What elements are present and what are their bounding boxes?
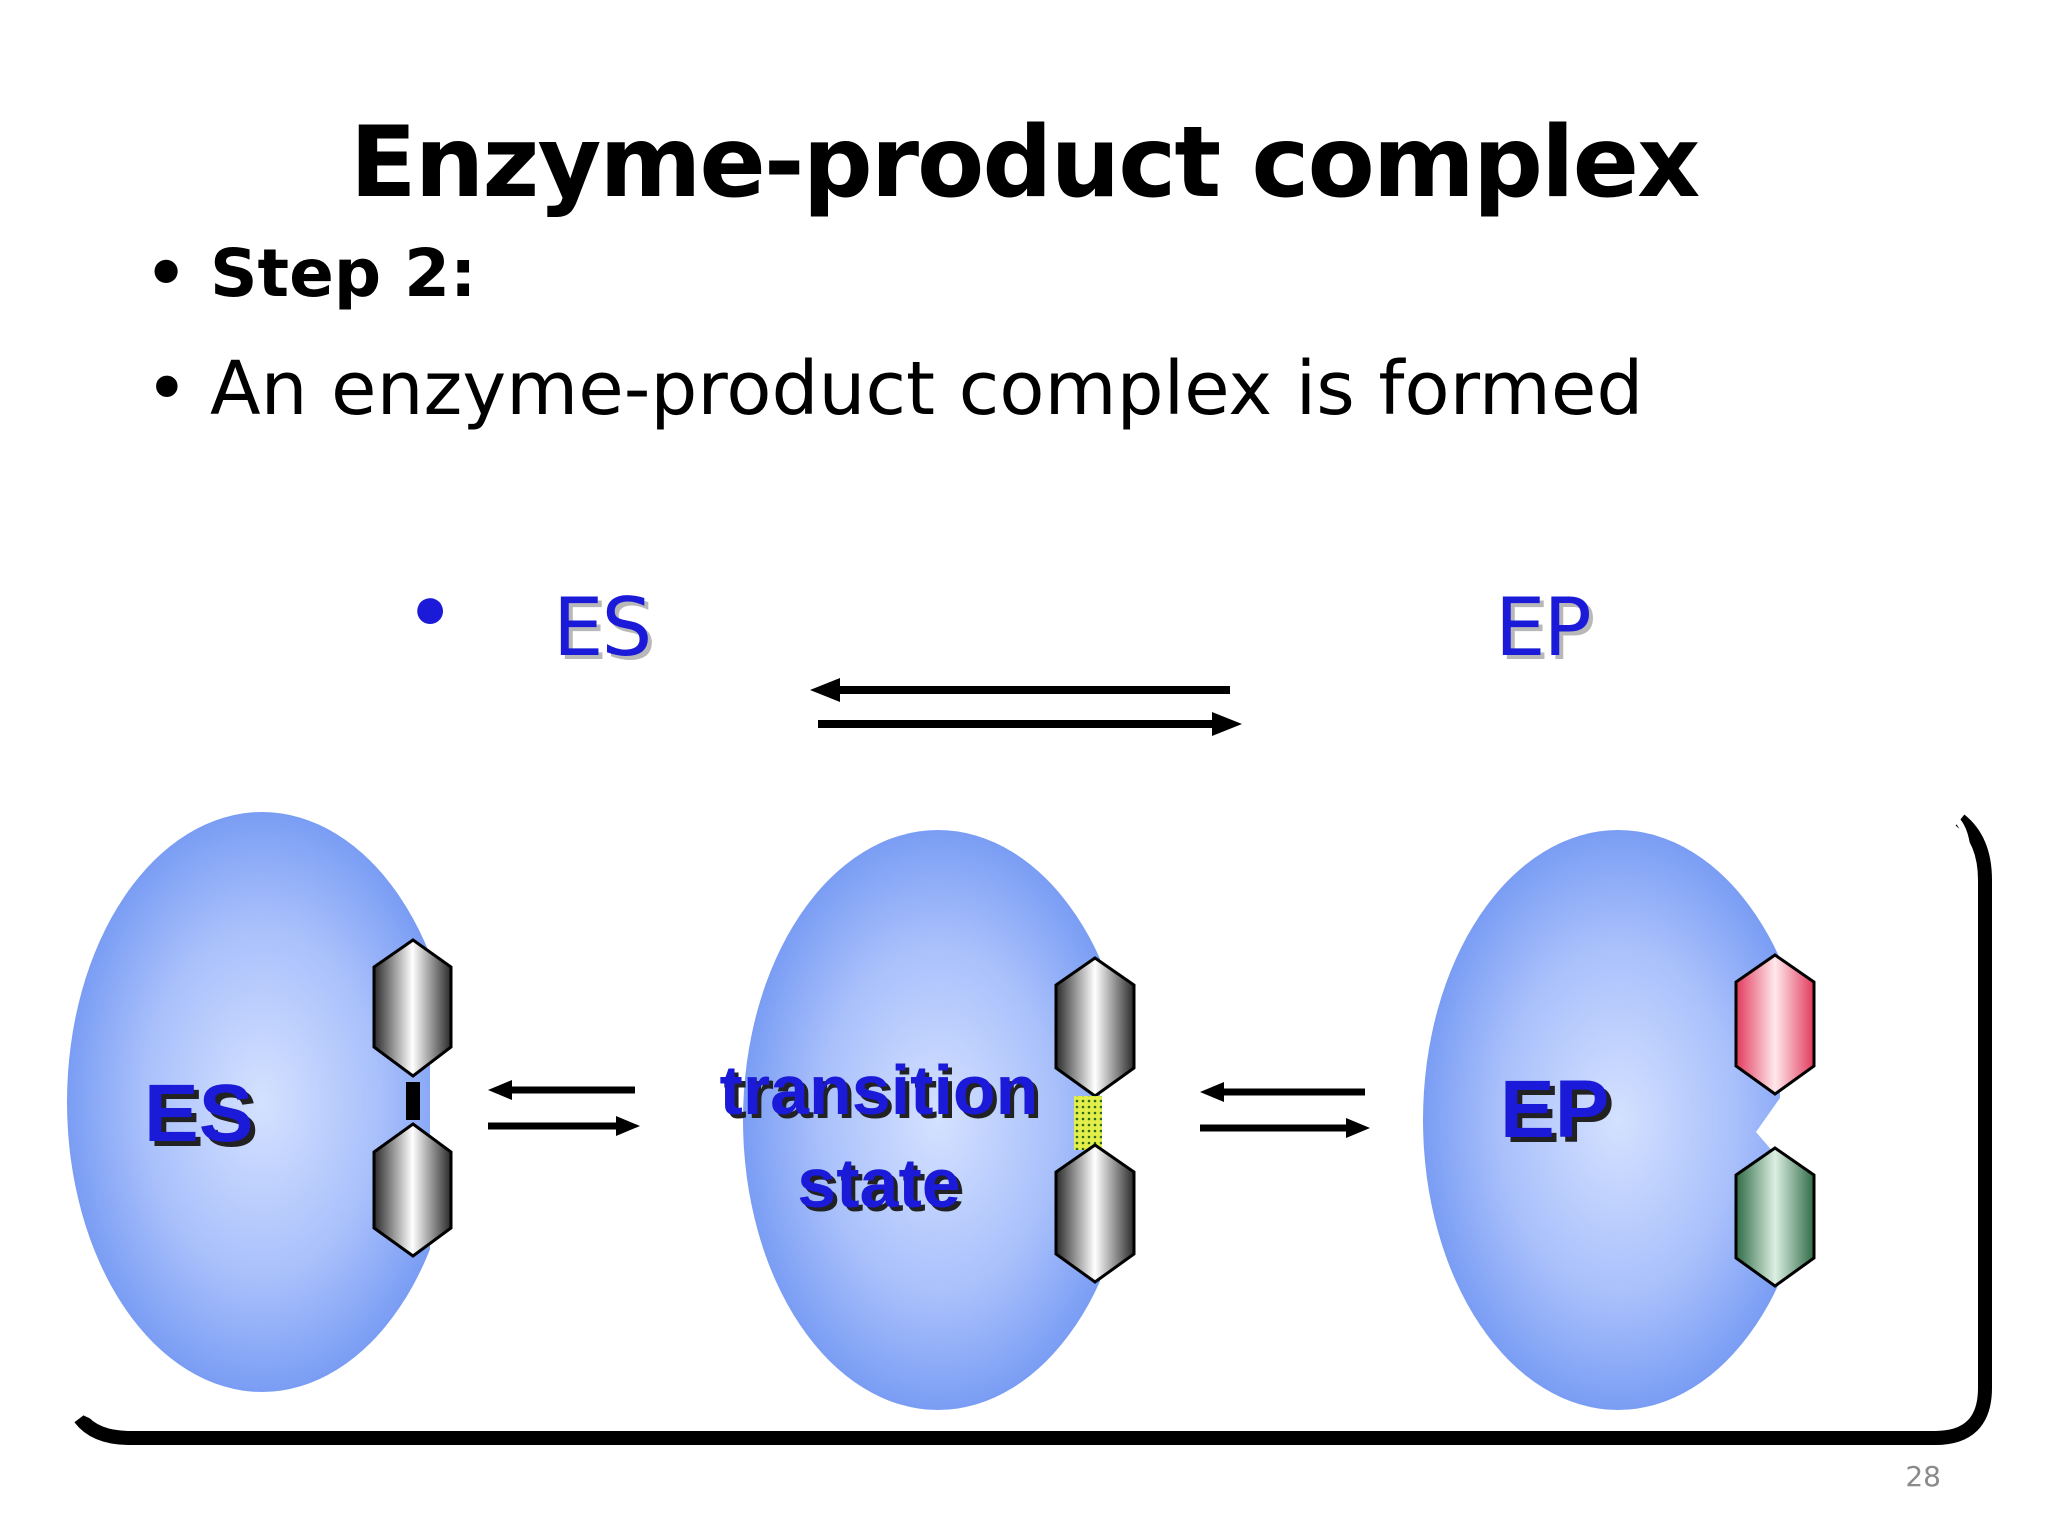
transition-label-line1: transition: [720, 1051, 1039, 1129]
enzyme-transition: [743, 830, 1100, 1410]
product-green: [1734, 1146, 1816, 1288]
equation-es-label: ES: [553, 581, 652, 674]
slide-title: Enzyme-product complex: [349, 106, 1701, 220]
equation-ep-label: EP: [1495, 581, 1592, 674]
equation-bullet-icon: ●: [412, 574, 449, 641]
page-number: 28: [1905, 1460, 1941, 1493]
diagram-panel: [74, 814, 1992, 1445]
product-red: [1734, 953, 1816, 1096]
product-hexagons: [1734, 953, 1816, 1288]
enzyme-ep: [1423, 830, 1780, 1410]
substrate-hexagons-transition: [1054, 956, 1136, 1284]
transition-bond: [1074, 1096, 1102, 1150]
transition-label-line1-shadow: transition: [724, 1055, 1043, 1133]
ep-label-shadow: EP: [1505, 1069, 1614, 1160]
bullet-description: An enzyme-product complex is formed: [145, 348, 1643, 431]
es-label-shadow: ES: [149, 1073, 258, 1164]
es-label: ES: [144, 1068, 253, 1159]
bullet-step: Step 2:: [145, 237, 1643, 311]
ep-label: EP: [1500, 1064, 1609, 1155]
transition-label-line2: state: [797, 1144, 960, 1222]
equilibrium-arrows-1: [488, 1080, 640, 1136]
equilibrium-arrows-2: [1200, 1082, 1370, 1138]
enzyme-es: [67, 812, 430, 1392]
substrate-hexagons-es: [372, 938, 453, 1258]
equation-equilibrium-arrows: [810, 678, 1242, 736]
bullet-list: Step 2: An enzyme-product complex is for…: [145, 237, 1643, 431]
transition-label-line2-shadow: state: [801, 1148, 964, 1226]
